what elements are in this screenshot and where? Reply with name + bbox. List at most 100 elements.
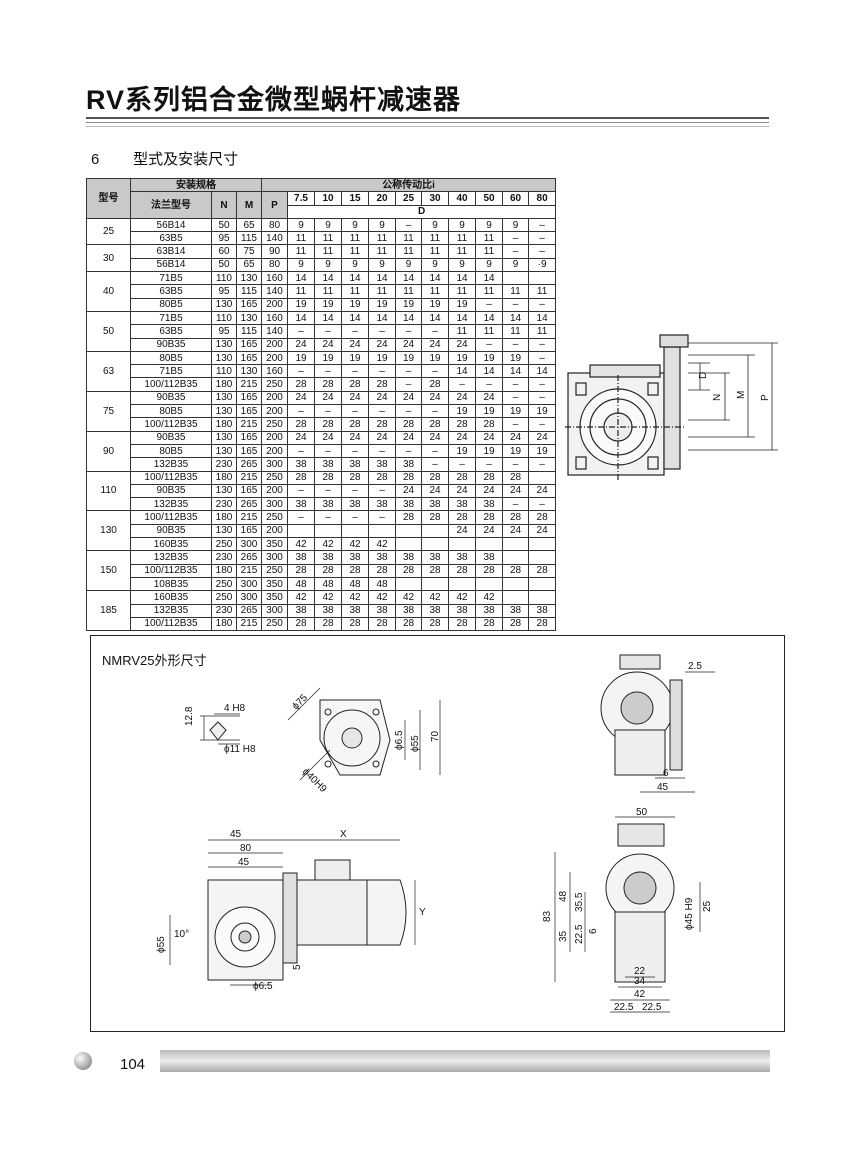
label-d: D (698, 372, 709, 379)
shaft-d-cell: 28 (448, 417, 476, 432)
flange-front-view: ϕ75 ϕ6.5 ϕ55 70 ϕ40H9 (287, 687, 441, 795)
shaft-d-cell: 38 (287, 603, 315, 618)
p-cell: 300 (261, 550, 288, 565)
flange-cell: 80B5 (130, 350, 212, 366)
shaft-d-cell: 38 (448, 603, 476, 618)
shaft-d-cell: 28 (395, 563, 422, 578)
shaft-d-cell: 11 (502, 324, 529, 339)
dim-80: 80 (240, 843, 252, 854)
header-m: M (236, 191, 262, 219)
shaft-d-cell: 19 (448, 443, 476, 459)
shaft-d-cell: – (448, 377, 476, 392)
shaft-d-cell: 38 (527, 603, 557, 618)
shaft-d-cell: – (421, 324, 449, 339)
m-cell: 165 (236, 337, 262, 352)
shaft-d-cell: 24 (287, 390, 315, 406)
m-cell: 265 (236, 550, 262, 565)
n-cell: 50 (211, 217, 237, 233)
shaft-d-cell: 14 (421, 271, 449, 286)
shaft-d-cell: 9 (502, 257, 529, 273)
shaft-d-cell: 28 (368, 417, 396, 432)
model-cell: 50 (86, 310, 131, 352)
model-cell: 40 (86, 271, 131, 312)
label-p: P (760, 394, 771, 401)
shaft-d-cell: 19 (421, 350, 449, 366)
shaft-d-cell: – (421, 457, 449, 472)
n-cell: 250 (211, 537, 237, 552)
shaft-d-cell: – (475, 297, 503, 312)
n-cell: 130 (211, 337, 237, 352)
dim-22-5-bl: 22.5 (614, 1002, 634, 1013)
reducer-side-figure: D N M P (565, 334, 778, 480)
model-cell: 63 (86, 350, 131, 392)
flange-cell: 63B5 (130, 231, 212, 246)
shaft-d-cell: 14 (475, 310, 503, 326)
m-cell: 165 (236, 483, 262, 499)
shaft-d-cell (368, 523, 396, 539)
model-cell: 150 (86, 550, 131, 592)
n-cell: 130 (211, 404, 237, 419)
dim-22-5-left: 22.5 (574, 924, 585, 944)
flange-cell: 71B5 (130, 271, 212, 286)
shaft-d-cell: 28 (502, 563, 529, 578)
n-cell: 230 (211, 457, 237, 472)
shaft-d-cell: 48 (341, 576, 369, 592)
n-cell: 130 (211, 430, 237, 445)
shaft-d-cell: – (287, 324, 315, 339)
m-cell: 165 (236, 297, 262, 312)
dim-50: 50 (636, 807, 648, 818)
p-cell: 350 (261, 576, 288, 592)
p-cell: 200 (261, 443, 288, 459)
shaft-d-cell: 42 (287, 590, 315, 605)
shaft-d-cell (527, 550, 557, 565)
dim-11-h8: ϕ11 H8 (224, 744, 256, 755)
shaft-d-cell: – (395, 364, 422, 379)
shaft-d-cell: 11 (448, 231, 476, 246)
keyway-detail: 12.8 4 H8 ϕ11 H8 (184, 703, 256, 755)
shaft-d-cell: 38 (341, 603, 369, 618)
section-number: 6 (91, 151, 100, 168)
shaft-d-cell: 28 (395, 470, 422, 485)
n-cell: 180 (211, 510, 237, 525)
header-mount: 安装规格 (130, 177, 262, 193)
shaft-d-cell: 24 (527, 430, 557, 445)
p-cell: 160 (261, 271, 288, 286)
shaft-d-cell: 38 (314, 497, 342, 512)
shaft-d-cell: – (527, 457, 557, 472)
shaft-d-cell (527, 590, 557, 605)
shaft-d-cell: 9 (395, 257, 422, 273)
model-cell: 75 (86, 390, 131, 432)
shaft-d-cell: ·9 (527, 257, 557, 273)
shaft-d-cell: – (368, 510, 396, 525)
shaft-d-cell: 38 (341, 457, 369, 472)
dim-48: 48 (558, 890, 569, 902)
shaft-d-cell (287, 523, 315, 539)
shaft-d-cell: 19 (475, 404, 503, 419)
ratio-header: 20 (368, 191, 396, 206)
shaft-d-cell (502, 271, 529, 286)
dim-83: 83 (542, 910, 553, 922)
shaft-d-cell: 28 (448, 470, 476, 485)
dim-42: 42 (634, 989, 646, 1000)
dim-35-5: 35.5 (574, 892, 585, 912)
shaft-d-cell: 11 (527, 324, 557, 339)
header-rule-light (86, 126, 769, 127)
shaft-d-cell: 28 (421, 510, 449, 525)
dim-22-5-br: 22.5 (642, 1002, 662, 1013)
flange-cell: 132B35 (130, 457, 212, 472)
ratio-header: 10 (314, 191, 342, 206)
shaft-d-cell: 24 (368, 430, 396, 445)
table-row: 100/112B35180215250282828282828282828282… (87, 563, 557, 578)
shaft-d-cell: 28 (341, 563, 369, 578)
shaft-d-cell: 19 (341, 297, 369, 312)
shaft-d-cell: 9 (475, 257, 503, 273)
shaft-d-cell: 19 (475, 350, 503, 366)
shaft-d-cell: – (368, 324, 396, 339)
m-cell: 300 (236, 590, 262, 605)
